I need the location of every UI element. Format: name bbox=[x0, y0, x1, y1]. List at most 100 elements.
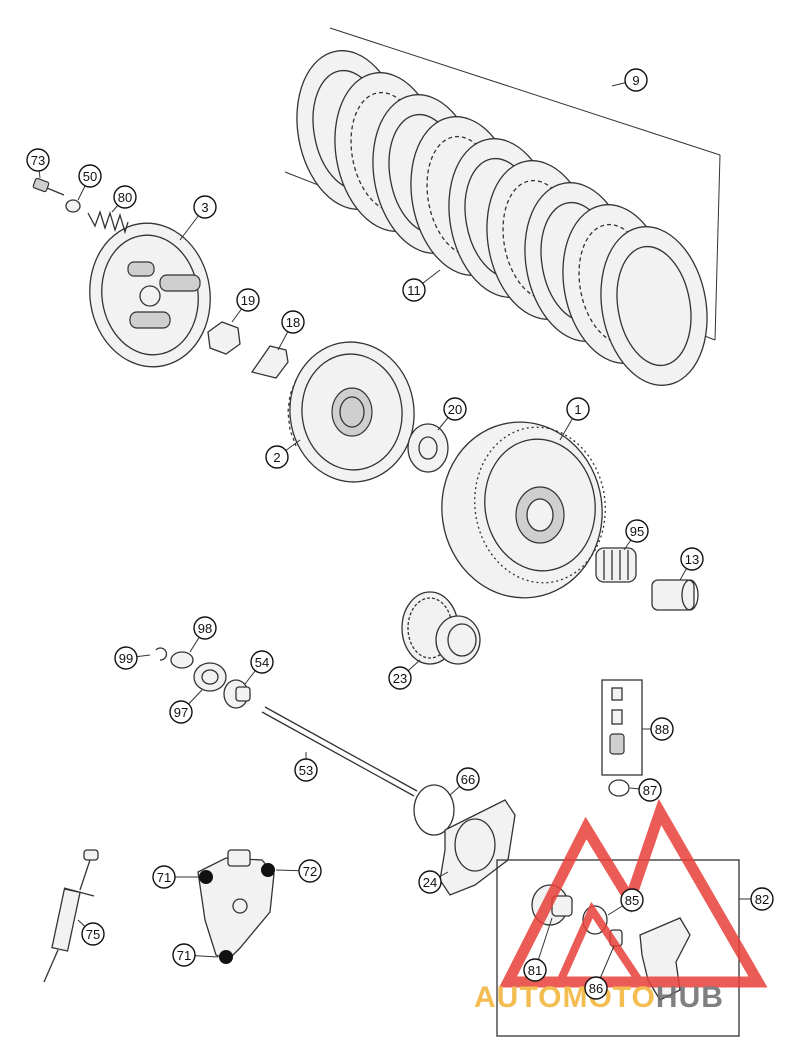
callout-circle bbox=[193, 195, 217, 219]
inner-clutch-hub bbox=[287, 341, 415, 483]
callout-label: 23 bbox=[393, 671, 407, 686]
thrust-washer-20 bbox=[407, 423, 449, 473]
callout-label: 71 bbox=[157, 870, 171, 885]
callout-circle bbox=[281, 310, 305, 334]
callout-label: 71 bbox=[177, 948, 191, 963]
bleed-nipple-88 bbox=[601, 679, 643, 776]
callout-circle bbox=[584, 976, 608, 1000]
callout-circle bbox=[418, 870, 442, 894]
callout-label: 54 bbox=[255, 655, 269, 670]
callout-13: 13 bbox=[679, 547, 704, 581]
bleed-syringe-75 bbox=[43, 849, 99, 983]
callout-85: 85 bbox=[607, 888, 644, 916]
callout-label: 3 bbox=[201, 200, 208, 215]
callout-24: 24 bbox=[418, 870, 449, 894]
callout-label: 86 bbox=[589, 981, 603, 996]
o-ring-66 bbox=[413, 784, 455, 836]
callout-label: 85 bbox=[625, 893, 639, 908]
callout-circle bbox=[250, 650, 274, 674]
callout-circle bbox=[78, 164, 102, 188]
slave-cylinder-cover bbox=[197, 849, 275, 964]
callout-75: 75 bbox=[77, 919, 105, 946]
callout-circle bbox=[26, 148, 50, 172]
callout-circle bbox=[193, 616, 217, 640]
callout-label: 98 bbox=[198, 621, 212, 636]
outer-clutch-basket bbox=[441, 421, 606, 599]
plate-inner-edge bbox=[616, 245, 692, 367]
callout-label: 88 bbox=[655, 722, 669, 737]
callout-95: 95 bbox=[623, 519, 649, 551]
callout-80: 80 bbox=[111, 185, 137, 213]
callout-label: 19 bbox=[241, 293, 255, 308]
callout-circle bbox=[388, 666, 412, 690]
callout-20: 20 bbox=[437, 397, 467, 431]
pressure-piece-54 bbox=[223, 679, 251, 709]
callout-label: 9 bbox=[632, 73, 639, 88]
watermark-logo: AUTOMOTOHUB bbox=[474, 798, 768, 1014]
callout-circle bbox=[680, 547, 704, 571]
callout-97: 97 bbox=[169, 689, 203, 724]
callout-circle bbox=[294, 758, 318, 782]
callout-23: 23 bbox=[388, 659, 421, 690]
washer-50 bbox=[65, 199, 81, 213]
callout-circle bbox=[81, 922, 105, 946]
nut-19 bbox=[207, 321, 241, 355]
callout-label: 2 bbox=[273, 450, 280, 465]
callout-1: 1 bbox=[559, 397, 590, 441]
push-rod-53 bbox=[261, 706, 418, 797]
callout-circle bbox=[650, 717, 674, 741]
callout-label: 81 bbox=[528, 963, 542, 978]
callout-99: 99 bbox=[114, 646, 151, 670]
callout-circle bbox=[750, 887, 774, 911]
callout-9: 9 bbox=[611, 68, 648, 92]
callout-label: 82 bbox=[755, 892, 769, 907]
callout-label: 24 bbox=[423, 875, 437, 890]
callout-87: 87 bbox=[629, 778, 662, 802]
callout-circle bbox=[298, 859, 322, 883]
callout-66: 66 bbox=[449, 767, 480, 796]
clutch-plate-stack bbox=[284, 27, 721, 386]
callout-81: 81 bbox=[523, 917, 553, 982]
callout-86: 86 bbox=[584, 945, 615, 1000]
callout-label: 73 bbox=[31, 153, 45, 168]
callout-71: 71 bbox=[172, 943, 219, 967]
callout-circle bbox=[265, 445, 289, 469]
lock-washer-18 bbox=[250, 345, 289, 379]
callout-18: 18 bbox=[277, 310, 305, 351]
callout-label: 13 bbox=[685, 552, 699, 567]
pressure-plate bbox=[89, 222, 211, 368]
gasket-24 bbox=[439, 799, 516, 896]
callout-72: 72 bbox=[275, 859, 322, 883]
callout-11: 11 bbox=[402, 269, 441, 302]
callout-circle bbox=[566, 397, 590, 421]
callout-circle bbox=[456, 767, 480, 791]
callout-label: 99 bbox=[119, 651, 133, 666]
callout-label: 11 bbox=[407, 283, 421, 298]
callout-circle bbox=[443, 397, 467, 421]
callout-circle bbox=[624, 68, 648, 92]
needle-bearing-95 bbox=[595, 547, 637, 583]
callout-label: 97 bbox=[174, 705, 188, 720]
callout-label: 87 bbox=[643, 783, 657, 798]
friction-plate bbox=[600, 226, 708, 386]
callout-label: 75 bbox=[86, 927, 100, 942]
callout-label: 66 bbox=[461, 772, 475, 787]
callout-53: 53 bbox=[294, 752, 318, 782]
watermark-triangle-icon bbox=[499, 798, 768, 988]
callout-73: 73 bbox=[26, 148, 50, 179]
bushing-13 bbox=[651, 579, 699, 611]
callout-circle bbox=[114, 646, 138, 670]
circlip-99 bbox=[155, 647, 168, 661]
primary-gear-23 bbox=[401, 591, 481, 665]
callout-50: 50 bbox=[77, 164, 102, 201]
callout-circle bbox=[152, 865, 176, 889]
callout-label: 1 bbox=[574, 402, 581, 417]
callout-label: 80 bbox=[118, 190, 132, 205]
callout-layer: 9 11 73 50 80 3 19 18 20 1 2 95 13 98 99 54 97 23 88 53 66 87… bbox=[26, 68, 774, 1000]
callout-circle bbox=[169, 700, 193, 724]
callout-3: 3 bbox=[179, 195, 217, 241]
callout-88: 88 bbox=[642, 717, 674, 741]
callout-98: 98 bbox=[189, 616, 217, 653]
callout-label: 20 bbox=[448, 402, 462, 417]
spring-80 bbox=[87, 209, 129, 235]
